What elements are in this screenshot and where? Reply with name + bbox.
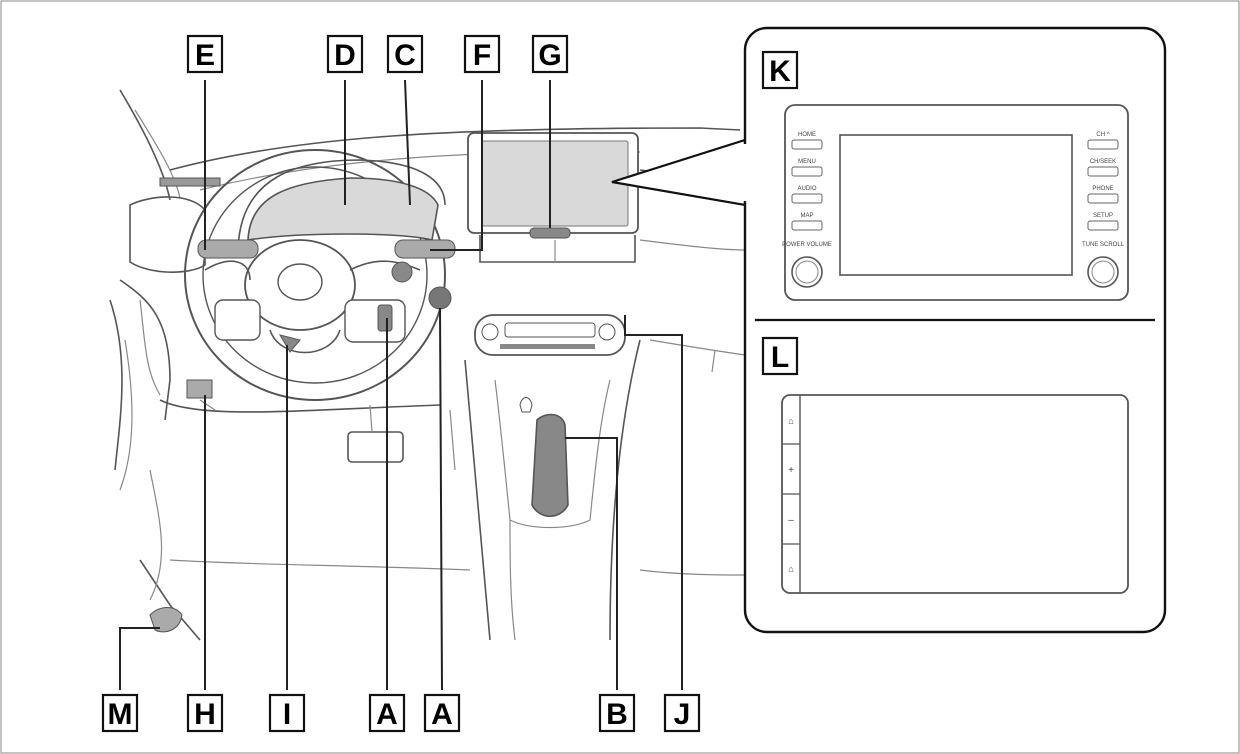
left-vent-slot — [160, 178, 220, 186]
callout-d: D — [334, 39, 356, 72]
wheel-left-opening — [215, 300, 260, 340]
k-right-knob-label: TUNE SCROLL — [1082, 242, 1125, 248]
climate-knob-right — [599, 324, 615, 340]
power-outlet — [520, 398, 532, 413]
callout-j: J — [674, 698, 691, 731]
k-right-button-4[interactable] — [1088, 221, 1118, 230]
l-display-unit — [782, 395, 1128, 593]
k-left-button-1-label: HOME — [798, 132, 816, 138]
callout-i: I — [283, 698, 291, 731]
k-left-button-3-label: AUDIO — [797, 186, 816, 192]
k-right-button-3[interactable] — [1088, 194, 1118, 203]
callout-a1: A — [376, 698, 398, 731]
k-left-button-4-label: MAP — [800, 213, 813, 219]
light-switch — [392, 262, 412, 282]
callout-a2: A — [431, 698, 453, 731]
k-right-button-1-label: CH ^ — [1096, 132, 1109, 138]
display-button — [530, 228, 570, 238]
k-tune-knob-inner — [1092, 261, 1114, 283]
k-left-button-3[interactable] — [792, 194, 822, 203]
callout-m: M — [108, 698, 133, 731]
callout-h: H — [194, 698, 216, 731]
callout-g: G — [538, 39, 561, 72]
l-side-button-2[interactable]: + — [788, 465, 794, 476]
left-stalk — [198, 240, 258, 258]
k-left-button-2[interactable] — [792, 167, 822, 176]
callout-f: F — [473, 39, 491, 72]
k-volume-knob-inner — [796, 261, 818, 283]
panel-k-label: K — [769, 55, 791, 88]
wheel-right-opening — [345, 300, 405, 342]
k-left-button-4[interactable] — [792, 221, 822, 230]
engine-switch — [429, 287, 451, 309]
k-right-button-1[interactable] — [1088, 140, 1118, 149]
shift-lever — [532, 415, 568, 517]
l-side-button-3[interactable]: – — [788, 515, 794, 526]
k-left-button-2-label: MENU — [798, 159, 816, 165]
climate-knob-left — [482, 324, 498, 340]
callout-b: B — [606, 698, 628, 731]
pedal — [348, 432, 403, 462]
k-right-button-2-label: CH/SEEK — [1090, 159, 1116, 165]
k-right-button-4-label: SETUP — [1093, 213, 1113, 219]
k-left-button-1[interactable] — [792, 140, 822, 149]
climate-display — [505, 323, 595, 337]
k-right-button-2[interactable] — [1088, 167, 1118, 176]
climate-panel — [475, 315, 625, 355]
display-screen — [482, 141, 628, 226]
callout-e: E — [195, 39, 215, 72]
k-right-button-3-label: PHONE — [1092, 186, 1113, 192]
l-side-button-4[interactable]: ⌂ — [788, 564, 793, 574]
panel-l-label: L — [771, 341, 789, 374]
k-screen — [840, 135, 1072, 275]
callout-c: C — [394, 39, 416, 72]
k-left-knob-label: POWER VOLUME — [782, 242, 832, 248]
h-switch-panel — [187, 380, 212, 398]
paddle-switch — [378, 305, 392, 331]
l-side-button-1[interactable]: ⌂ — [788, 416, 793, 426]
climate-buttons — [500, 344, 595, 349]
steering-logo — [278, 264, 322, 300]
